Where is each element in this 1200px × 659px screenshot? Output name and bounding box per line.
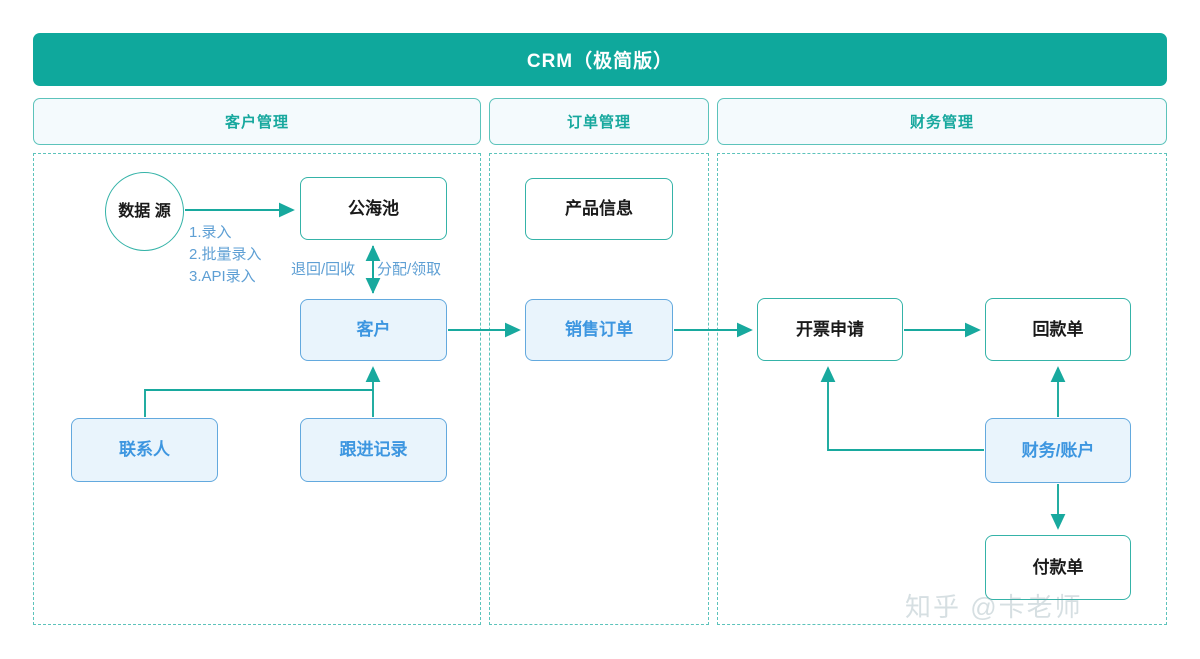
node-customer-label: 客户 xyxy=(356,320,391,340)
node-public-pool-label: 公海池 xyxy=(348,198,399,218)
node-followup[interactable]: 跟进记录 xyxy=(300,418,447,482)
node-product-info-label: 产品信息 xyxy=(565,199,633,219)
swimlane-customer xyxy=(33,153,481,625)
section-header-customer[interactable]: 客户管理 xyxy=(33,98,481,145)
node-followup-label: 跟进记录 xyxy=(339,440,408,460)
node-contact[interactable]: 联系人 xyxy=(71,418,218,482)
node-finance-account-label: 财务/账户 xyxy=(1021,440,1095,460)
annotation-return-recycle: 退回/回收 xyxy=(291,261,356,278)
node-customer[interactable]: 客户 xyxy=(300,299,447,361)
annotation-entry-methods: 1.录入 2.批量录入 3.API录入 xyxy=(189,224,262,285)
node-datasource-label: 数据 源 xyxy=(118,202,171,220)
node-payment-voucher-label: 付款单 xyxy=(1032,557,1084,577)
section-header-order-label: 订单管理 xyxy=(566,114,631,131)
node-invoice-request[interactable]: 开票申请 xyxy=(757,298,903,361)
node-public-pool[interactable]: 公海池 xyxy=(300,177,447,240)
swimlane-finance xyxy=(717,153,1167,625)
page-title: CRM（极简版） xyxy=(526,51,674,72)
edge-contact-to-customer xyxy=(144,389,373,417)
node-finance-account[interactable]: 财务/账户 xyxy=(985,418,1131,483)
node-contact-label: 联系人 xyxy=(119,440,170,460)
section-header-customer-label: 客户管理 xyxy=(224,114,289,131)
node-datasource[interactable]: 数据 源 xyxy=(105,172,184,251)
section-header-finance[interactable]: 财务管理 xyxy=(717,98,1167,145)
node-receipt-voucher[interactable]: 回款单 xyxy=(985,298,1131,361)
node-receipt-voucher-label: 回款单 xyxy=(1032,319,1084,339)
swimlane-order xyxy=(489,153,709,625)
node-product-info[interactable]: 产品信息 xyxy=(525,178,673,240)
annotation-assign-claim: 分配/领取 xyxy=(377,261,442,278)
node-invoice-request-label: 开票申请 xyxy=(796,319,864,339)
section-header-finance-label: 财务管理 xyxy=(909,114,974,131)
node-payment-voucher[interactable]: 付款单 xyxy=(985,535,1131,600)
node-sales-order[interactable]: 销售订单 xyxy=(525,299,673,361)
node-sales-order-label: 销售订单 xyxy=(565,320,633,340)
edge-finance-acct-to-invoice-req xyxy=(820,366,984,451)
app-title-bar: CRM（极简版） xyxy=(33,33,1167,86)
section-header-order[interactable]: 订单管理 xyxy=(489,98,709,145)
